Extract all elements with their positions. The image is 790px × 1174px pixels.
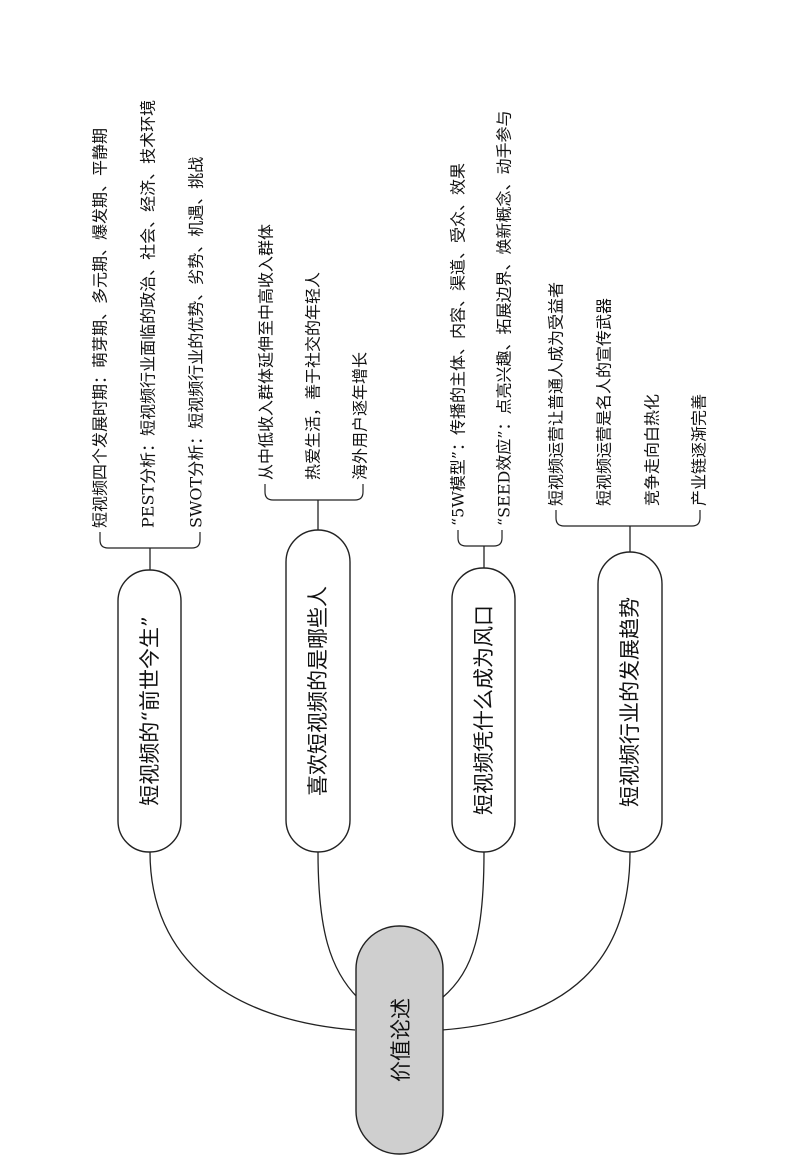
branch-1-child-1: 短视频四个发展时期：萌芽期、多元期、爆发期、平静期 — [91, 128, 110, 528]
branch-1-child-2: PEST分析：短视频行业面临的政治、社会、经济、技术环境 — [139, 100, 158, 528]
branch-node-4[interactable]: 短视频行业的发展趋势 — [597, 551, 663, 853]
branch-4-child-3: 竞争走向白热化 — [643, 394, 662, 506]
branch-node-1[interactable]: 短视频的“前世今生” — [117, 569, 182, 853]
branch-4-child-2: 短视频运营是名人的宣传武器 — [595, 298, 614, 506]
branch-3-child-1: “5W模型”：传播的主体、内容、渠道、受众、效果 — [449, 163, 468, 526]
connector-root-branch-3 — [441, 851, 485, 999]
connector-root-branch-4 — [441, 851, 631, 1031]
branch-1-label: 短视频的“前世今生” — [138, 616, 162, 805]
connector-root-branch-1 — [149, 851, 356, 1031]
branch-4-label: 短视频行业的发展趋势 — [618, 597, 642, 807]
branch-1-child-3: SWOT分析：短视频行业的优势、劣势、机遇、挑战 — [187, 157, 206, 528]
root-label: 价值论述 — [389, 998, 413, 1082]
root-node[interactable]: 价值论述 — [355, 925, 444, 1155]
branch-2-child-2: 热爱生活，善于社交的年轻人 — [304, 272, 323, 480]
branch-3-brace — [457, 530, 503, 547]
branch-4-child-4: 产业链逐渐完善 — [690, 394, 709, 506]
branch-node-3[interactable]: 短视频凭什么成为风口 — [451, 567, 516, 853]
branch-2-label: 喜欢短视频的是哪些人 — [306, 586, 330, 796]
branch-3-label: 短视频凭什么成为风口 — [472, 605, 496, 815]
branch-1-brace — [99, 532, 201, 549]
branch-4-child-1: 短视频运营让普通人成为受益者 — [547, 282, 566, 506]
branch-2-child-1: 从中低收入群体延伸至中高收入群体 — [257, 224, 276, 480]
branch-2-child-3: 海外用户逐年增长 — [351, 352, 370, 480]
branch-node-2[interactable]: 喜欢短视频的是哪些人 — [285, 529, 351, 853]
branch-2-brace — [264, 484, 364, 501]
branch-3-child-2: “SEED效应”：点亮兴趣、拓展边界、焕新概念、动手参与 — [495, 110, 514, 526]
connector-root-branch-2 — [317, 851, 359, 999]
branch-4-brace — [555, 510, 701, 527]
